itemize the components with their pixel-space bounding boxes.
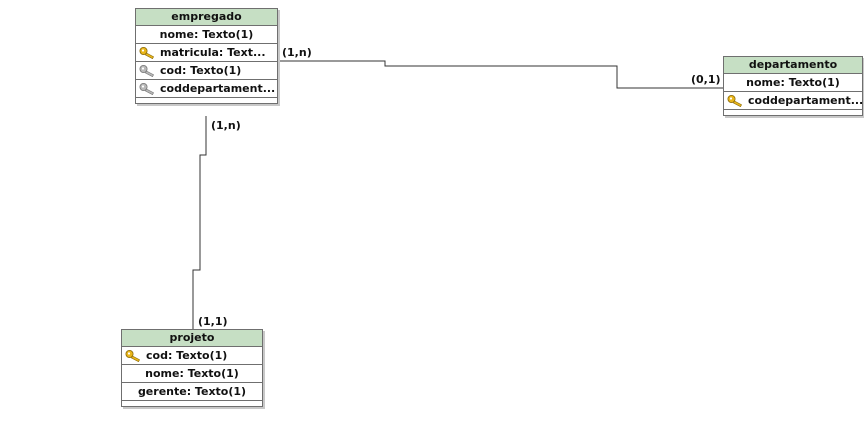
attribute-label: matricula: Text... bbox=[160, 46, 266, 59]
entity-title: departamento bbox=[724, 57, 862, 74]
attribute-row[interactable]: nome: Texto(1) bbox=[724, 74, 862, 92]
attribute-row[interactable]: matricula: Text... bbox=[136, 44, 277, 62]
relationship-line-empregado-departamento[interactable] bbox=[278, 61, 723, 88]
attribute-label: cod: Texto(1) bbox=[160, 64, 241, 77]
attribute-label: nome: Texto(1) bbox=[160, 28, 254, 41]
attribute-label: coddepartament... bbox=[160, 82, 275, 95]
cardinality-label: (1,n) bbox=[282, 47, 312, 59]
entity-title: empregado bbox=[136, 9, 277, 26]
attribute-row[interactable]: cod: Texto(1) bbox=[122, 347, 262, 365]
entity-footer bbox=[136, 98, 277, 103]
entity-empregado[interactable]: empregado nome: Texto(1) matricula: Text… bbox=[135, 8, 278, 104]
entity-footer bbox=[122, 401, 262, 406]
foreign-key-icon bbox=[139, 64, 155, 77]
primary-key-icon bbox=[139, 46, 155, 59]
attribute-row[interactable]: coddepartament... bbox=[724, 92, 862, 110]
foreign-key-icon bbox=[139, 82, 155, 95]
primary-key-icon bbox=[727, 94, 743, 107]
cardinality-label: (1,n) bbox=[211, 120, 241, 132]
entity-departamento[interactable]: departamento nome: Texto(1) coddepartame… bbox=[723, 56, 863, 116]
attribute-label: cod: Texto(1) bbox=[146, 349, 227, 362]
attribute-row[interactable]: gerente: Texto(1) bbox=[122, 383, 262, 401]
attribute-label: nome: Texto(1) bbox=[145, 367, 239, 380]
relationship-line-empregado-projeto[interactable] bbox=[193, 116, 206, 329]
attribute-row[interactable]: coddepartament... bbox=[136, 80, 277, 98]
attribute-label: gerente: Texto(1) bbox=[138, 385, 246, 398]
attribute-label: nome: Texto(1) bbox=[746, 76, 840, 89]
attribute-row[interactable]: nome: Texto(1) bbox=[136, 26, 277, 44]
entity-projeto[interactable]: projeto cod: Texto(1) nome: Texto(1) ger… bbox=[121, 329, 263, 407]
attribute-row[interactable]: cod: Texto(1) bbox=[136, 62, 277, 80]
cardinality-label: (1,1) bbox=[198, 316, 228, 328]
primary-key-icon bbox=[125, 349, 141, 362]
attribute-label: coddepartament... bbox=[748, 94, 862, 107]
attribute-row[interactable]: nome: Texto(1) bbox=[122, 365, 262, 383]
cardinality-label: (0,1) bbox=[691, 74, 721, 86]
entity-footer bbox=[724, 110, 862, 115]
entity-title: projeto bbox=[122, 330, 262, 347]
